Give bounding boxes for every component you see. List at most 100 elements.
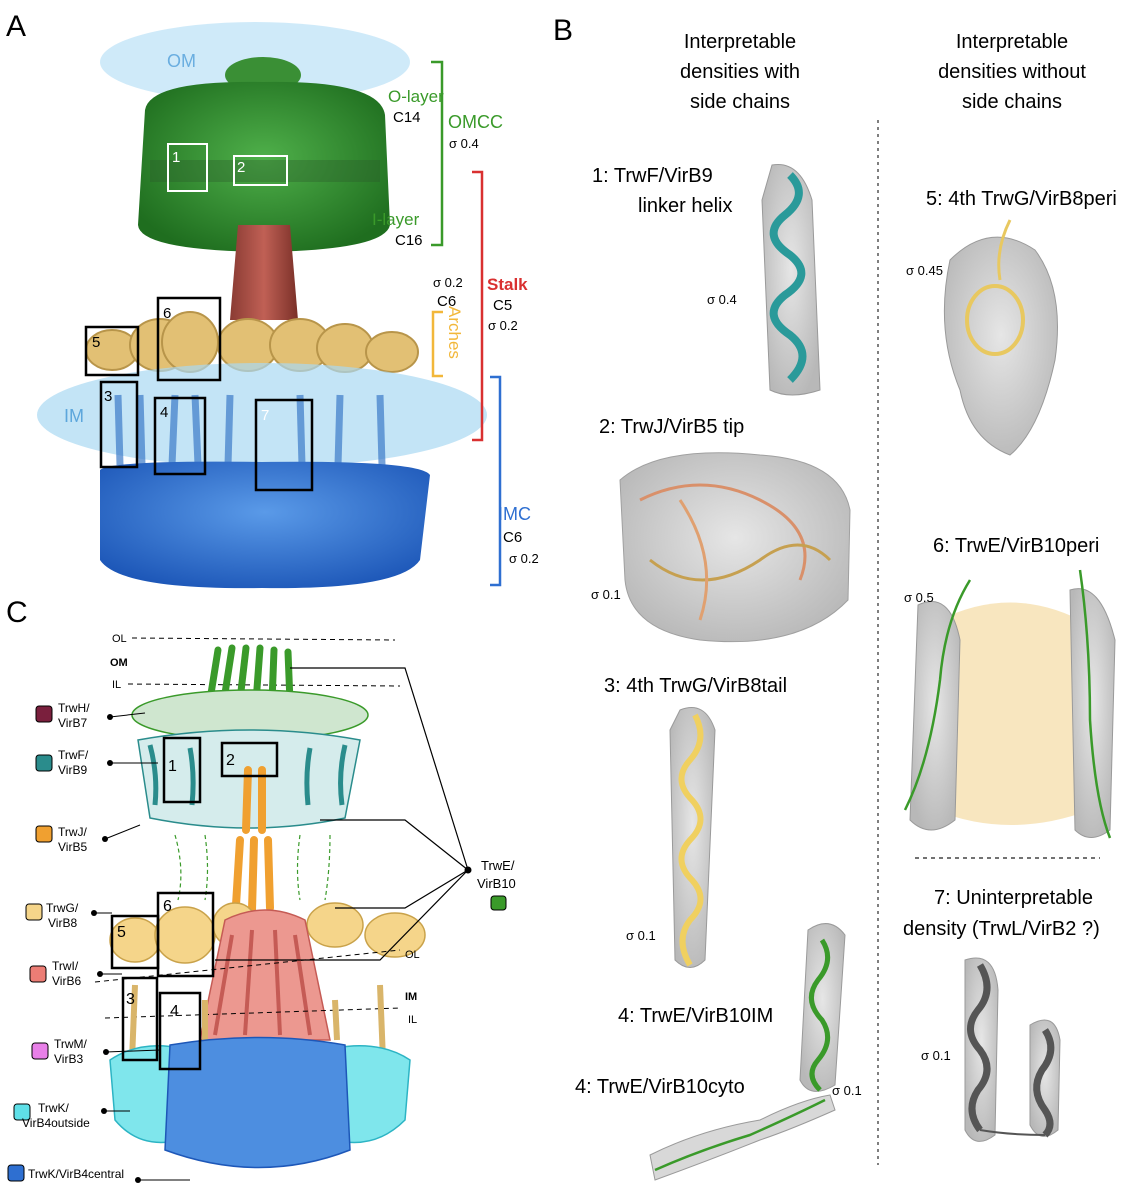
p5-sigma: σ 0.45 — [906, 263, 943, 278]
c-box-5-label: 5 — [117, 924, 126, 941]
swatch-trwe — [490, 895, 507, 911]
col1-header-1: Interpretable — [684, 31, 796, 53]
p7-title-2: density (TrwL/VirB2 ?) — [903, 918, 1100, 940]
box-1-label: 1 — [172, 149, 180, 166]
imc-sigma: σ 0.2 — [509, 551, 539, 566]
p6-chain-right — [1078, 569, 1112, 839]
box-2-label: 2 — [237, 159, 245, 176]
legend-trwf-1: TrwF/ — [58, 748, 89, 762]
p4-helix-im — [809, 938, 831, 1092]
stalk-c6: C6 — [437, 293, 456, 310]
o-layer-label: O-layer — [388, 87, 444, 106]
box-1 — [167, 143, 208, 192]
c-box-1-label: 1 — [168, 758, 177, 775]
p4-chain-cyto — [654, 1098, 826, 1172]
omcc-sigma: σ 0.4 — [449, 136, 479, 151]
imc-c6: C6 — [503, 529, 522, 546]
swatch-trwk-outside — [13, 1103, 31, 1121]
panel-a-white-boxes — [167, 143, 288, 192]
stalk-bracket — [472, 170, 484, 442]
p7-title-1: 7: Uninterpretable — [934, 887, 1093, 909]
box-3-label: 3 — [104, 388, 112, 405]
p6-title: 6: TrwE/VirB10peri — [933, 535, 1099, 557]
c-box-4-label: 4 — [170, 1003, 179, 1020]
p5-chain — [965, 284, 1025, 356]
dot-trwm — [103, 1049, 109, 1055]
im-helices — [114, 394, 386, 466]
p3-title: 3: 4th TrwG/VirB8tail — [604, 675, 787, 697]
ptr-trwh — [109, 712, 146, 718]
dot-trwi — [97, 971, 103, 977]
p7-density-right — [1029, 1019, 1061, 1137]
imc-label: IMC — [498, 504, 531, 524]
trwk-outside-right — [334, 1045, 411, 1144]
dot-trwh — [107, 714, 113, 720]
box-3 — [99, 380, 139, 469]
swatch-trwi — [29, 965, 47, 983]
p1-title-2: linker helix — [638, 195, 732, 217]
p6-fold — [935, 602, 1090, 825]
c-box-3-label: 3 — [126, 991, 135, 1008]
il-bottom-label: IL — [408, 1014, 417, 1026]
i-layer-label: I-layer — [372, 210, 420, 229]
dashed-connectors — [174, 834, 331, 901]
p2-density — [619, 452, 851, 643]
legend-trwk-outside-2: VirB4outside — [22, 1116, 90, 1130]
swatch-trwj — [35, 825, 53, 843]
imc-bracket — [490, 375, 502, 587]
trwi-helices — [213, 929, 312, 1036]
arches-density — [85, 311, 419, 373]
col2-header-3: side chains — [962, 91, 1062, 113]
dot-trwg — [91, 910, 97, 916]
trwe-label-2: VirB10 — [477, 876, 516, 891]
c-box-1 — [162, 736, 202, 804]
stalk-sigma-a: σ 0.2 — [433, 275, 463, 290]
legend-trwi-2: VirB6 — [52, 974, 81, 988]
ptr-trwj — [104, 824, 141, 840]
p4a-title: 4: TrwE/VirB10IM — [618, 1005, 773, 1027]
im-membrane — [37, 363, 487, 467]
trwk-central — [164, 1036, 351, 1169]
p4-density-im — [799, 923, 846, 1092]
c-box-4 — [158, 991, 202, 1071]
im-label: IM — [64, 406, 84, 426]
ptr-trwm — [105, 1049, 161, 1053]
panel-a-letter: A — [6, 10, 26, 43]
box-4-label: 4 — [160, 404, 168, 421]
box-5-label: 5 — [92, 334, 100, 351]
box-6-label: 6 — [163, 305, 171, 322]
legend-trwk-outside-1: TrwK/ — [38, 1101, 70, 1115]
panel-b: B Interpretable densities with side chai… — [553, 14, 1117, 1181]
om-c-label: OM — [110, 657, 128, 669]
p4b-title: 4: TrwE/VirB10cyto — [575, 1076, 745, 1098]
panel-a: A OM IM — [6, 10, 539, 589]
p5-title: 5: 4th TrwG/VirB8peri — [926, 188, 1117, 210]
c16-label: C16 — [395, 232, 423, 249]
p7-helix-left — [967, 963, 991, 1133]
p1-sigma: σ 0.4 — [707, 292, 737, 307]
trwf-helices — [147, 744, 348, 806]
c14-label: C14 — [393, 109, 421, 126]
p7-sigma: σ 0.1 — [921, 1048, 951, 1063]
trwe-dot — [464, 866, 472, 874]
dot-trwf — [107, 760, 113, 766]
legend-trwh-1: TrwH/ — [58, 701, 90, 715]
legend-trwm-1: TrwM/ — [54, 1037, 88, 1051]
legend-trwg-1: TrwG/ — [46, 901, 79, 915]
dot-trwk-outside — [101, 1108, 107, 1114]
p6-density-right — [1069, 588, 1116, 838]
p3-sigma: σ 0.1 — [626, 928, 656, 943]
p3-helix — [678, 713, 704, 967]
p7-helix-right — [1033, 1028, 1055, 1138]
omcc-gap — [150, 160, 380, 182]
col2-header-1: Interpretable — [956, 31, 1068, 53]
legend-trwi-1: TrwI/ — [52, 959, 79, 973]
im-c-label: IM — [405, 991, 417, 1003]
panel-c: C OL OM IL — [6, 596, 516, 1183]
trwj-stalk — [232, 766, 274, 914]
box-7-label: 7 — [261, 407, 269, 424]
p6-sigma: σ 0.5 — [904, 590, 934, 605]
panel-c-letter: C — [6, 596, 28, 629]
box-2 — [233, 155, 288, 186]
trwe-label-1: TrwE/ — [481, 858, 515, 873]
